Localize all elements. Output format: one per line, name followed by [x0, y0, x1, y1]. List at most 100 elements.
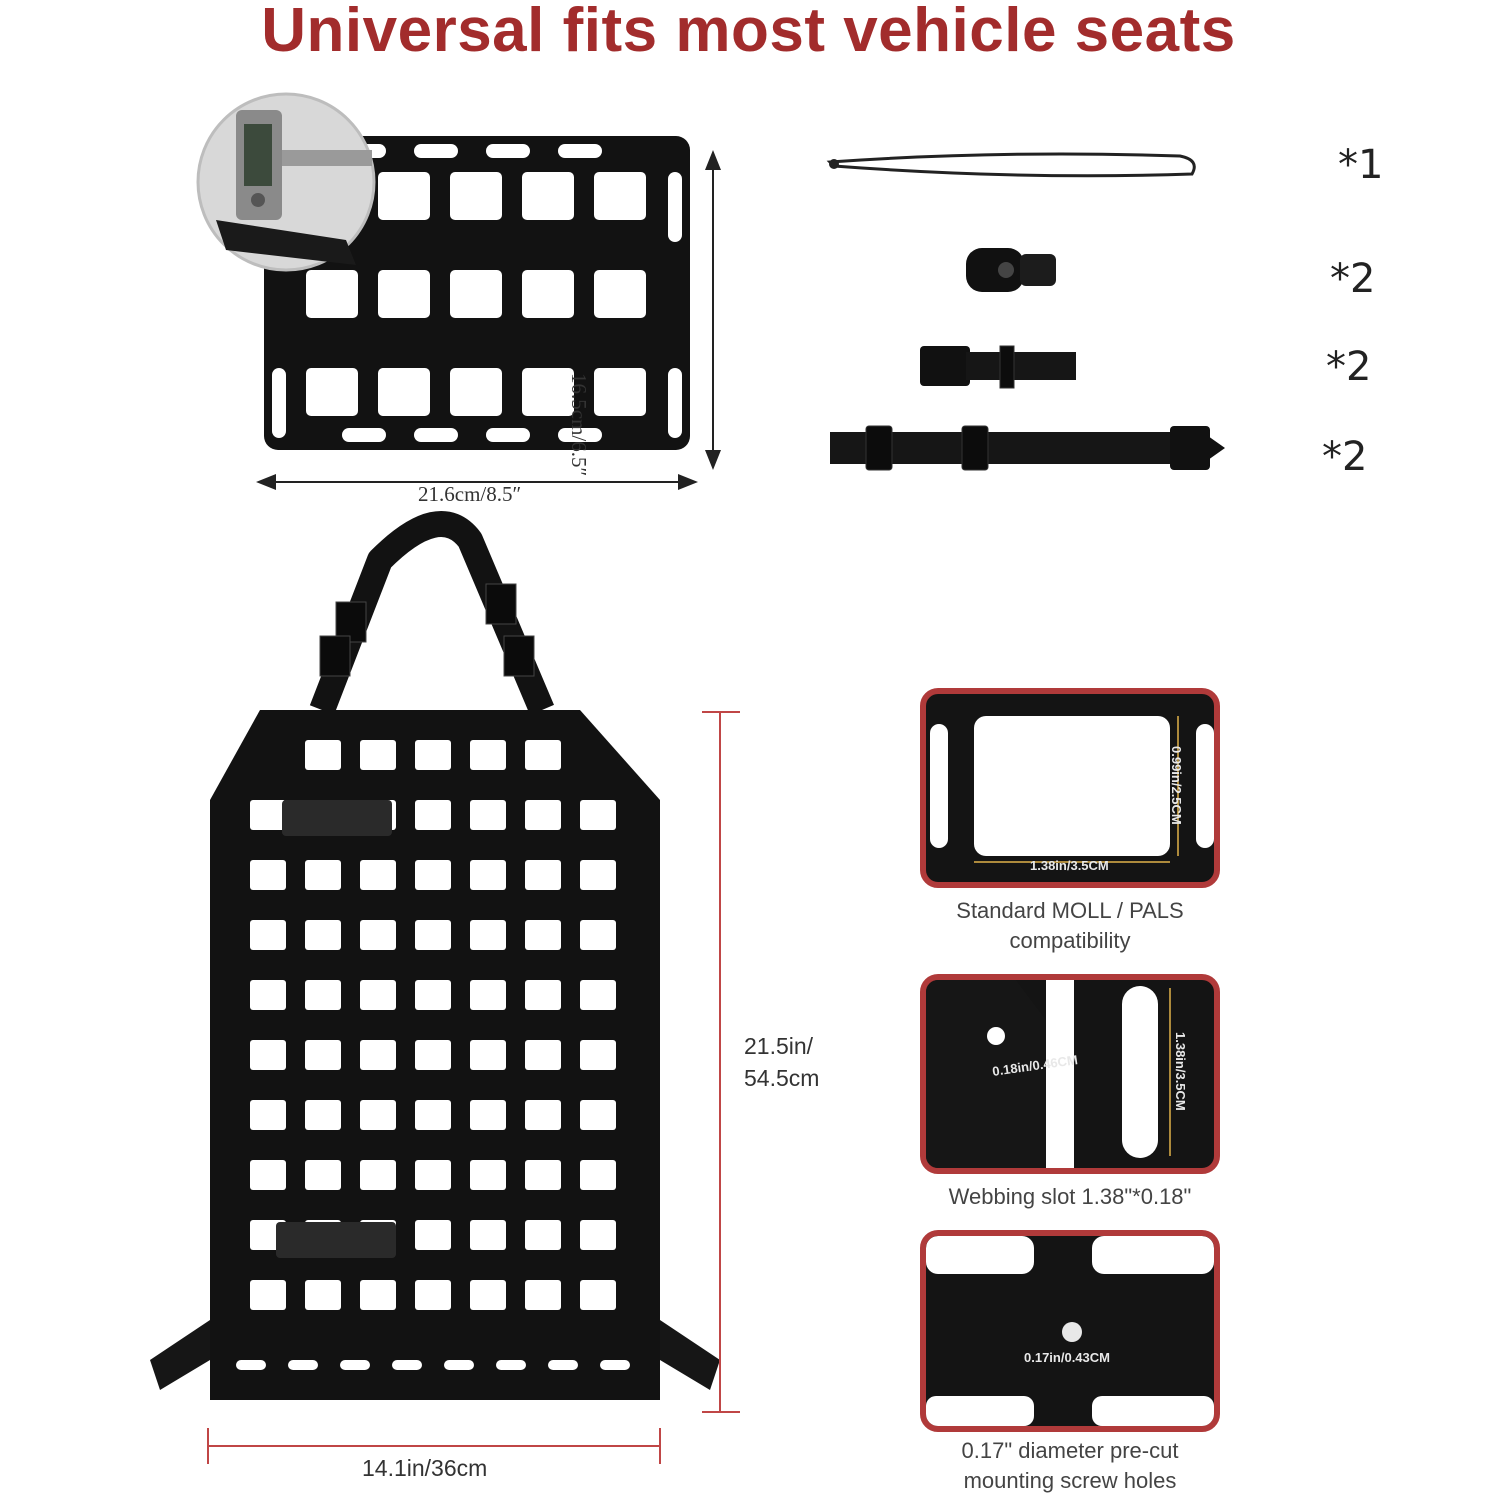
panel-slot: [594, 270, 646, 318]
panel-slot: [415, 980, 451, 1010]
panel-slot: [522, 270, 574, 318]
panel-slot: [414, 144, 458, 158]
panel-slot: [444, 1360, 474, 1370]
large-molle-panel: [150, 511, 720, 1400]
panel-slot: [360, 920, 396, 950]
panel-slot: [594, 172, 646, 220]
panel-slot: [470, 800, 506, 830]
panel-slot: [250, 1280, 286, 1310]
panel-slot: [470, 1280, 506, 1310]
panel-slot: [668, 368, 682, 438]
screw-hole-closeup: [926, 1236, 1214, 1426]
short-buckle-strap-image: [920, 345, 1076, 389]
panel-slot: [525, 1160, 561, 1190]
panel-slot: [470, 1160, 506, 1190]
panel-slot: [525, 800, 561, 830]
panel-slot: [250, 980, 286, 1010]
panel-slot: [450, 368, 502, 416]
elastic-cord-image: [826, 152, 1196, 178]
panel-slot: [525, 1220, 561, 1250]
panel-slot: [600, 1360, 630, 1370]
panel-slot: [548, 1360, 578, 1370]
panel-slot: [392, 1360, 422, 1370]
panel-slot: [450, 172, 502, 220]
panel-slot: [360, 1100, 396, 1130]
panel-slot: [360, 1040, 396, 1070]
long-buckle-strap-image: [830, 425, 1225, 471]
panel-slot: [580, 1160, 616, 1190]
large-dimension-lines: [702, 711, 740, 1413]
page-title: Universal fits most vehicle seats: [261, 0, 1236, 65]
webbing-slot-height-label: 1.38in/3.5CM: [1173, 1032, 1188, 1111]
panel-slot: [250, 920, 286, 950]
detail-molle-slot: 1.38in/3.5CM 0.99in/2.5CM: [920, 688, 1220, 888]
screw-caption-line1: 0.17" diameter pre-cut: [961, 1438, 1179, 1463]
panel-slot: [288, 1360, 318, 1370]
panel-slot: [415, 860, 451, 890]
accessory-qty-short-strap: *2: [1326, 344, 1372, 390]
panel-slot: [558, 144, 602, 158]
panel-slot: [450, 270, 502, 318]
detail-webbing-slot: 0.18in/0.46CM 1.38in/3.5CM: [920, 974, 1220, 1174]
accessory-qty-long-strap: *2: [1322, 434, 1368, 480]
small-dimension-arrows: [256, 150, 721, 490]
small-panel-width-label: 21.6cm/8.5″: [418, 482, 522, 506]
molle-slot-height-label: 0.99in/2.5CM: [1169, 746, 1184, 825]
detail-molle-caption: Standard MOLL / PALS compatibility: [900, 896, 1240, 956]
small-molle-panel: [196, 92, 690, 450]
screw-caption-line2: mounting screw holes: [963, 1468, 1177, 1493]
panel-slot: [272, 368, 286, 438]
panel-slot: [305, 1100, 341, 1130]
panel-slot: [470, 740, 506, 770]
panel-slot: [668, 172, 682, 242]
panel-slot: [415, 1160, 451, 1190]
panel-slot: [250, 800, 286, 830]
panel-slot: [525, 1100, 561, 1130]
panel-slot: [580, 1040, 616, 1070]
panel-slot: [415, 800, 451, 830]
panel-slot: [360, 740, 396, 770]
panel-slot: [415, 1040, 451, 1070]
panel-slot: [415, 1100, 451, 1130]
panel-slot: [305, 1160, 341, 1190]
panel-slot: [250, 860, 286, 890]
panel-slot: [580, 1280, 616, 1310]
large-panel-height-label: 21.5in/ 54.5cm: [744, 1030, 819, 1094]
accessories-illustration: [826, 152, 1225, 471]
molle-slot-closeup: [930, 716, 1214, 863]
panel-slot: [415, 920, 451, 950]
panel-slot: [415, 1220, 451, 1250]
panel-slot: [580, 920, 616, 950]
molle-slot-width-label: 1.38in/3.5CM: [1030, 858, 1109, 873]
molle-caption-line2: compatibility: [1009, 928, 1131, 953]
panel-slot: [360, 860, 396, 890]
molle-caption-line1: Standard MOLL / PALS: [956, 898, 1184, 923]
panel-slot: [486, 428, 530, 442]
panel-slot: [496, 1360, 526, 1370]
panel-slot: [580, 800, 616, 830]
panel-slot: [415, 1280, 451, 1310]
panel-slot: [305, 980, 341, 1010]
detail-webbing-caption: Webbing slot 1.38"*0.18": [900, 1182, 1240, 1212]
panel-slot: [580, 980, 616, 1010]
panel-slot: [305, 740, 341, 770]
detail-screw-hole: 0.17in/0.43CM: [920, 1230, 1220, 1432]
small-panel-section: 16.5cm/6.5″ 21.6cm/8.5″: [196, 90, 756, 510]
panel-slot: [558, 428, 602, 442]
webbing-caption-line1: Webbing slot 1.38"*0.18": [948, 1184, 1192, 1209]
panel-slot: [340, 1360, 370, 1370]
panel-slot: [305, 920, 341, 950]
panel-slot: [414, 428, 458, 442]
panel-slot: [594, 368, 646, 416]
panel-slot: [305, 860, 341, 890]
panel-slot: [525, 1040, 561, 1070]
small-panel-height-label: 16.5cm/6.5″: [567, 373, 591, 477]
panel-slot: [525, 980, 561, 1010]
webbing-slot-closeup: [926, 980, 1171, 1168]
panel-slot: [415, 740, 451, 770]
large-panel-section: [140, 500, 760, 1430]
panel-slot: [360, 1160, 396, 1190]
panel-slot: [250, 1160, 286, 1190]
panel-slot: [470, 1220, 506, 1250]
panel-slot: [378, 270, 430, 318]
